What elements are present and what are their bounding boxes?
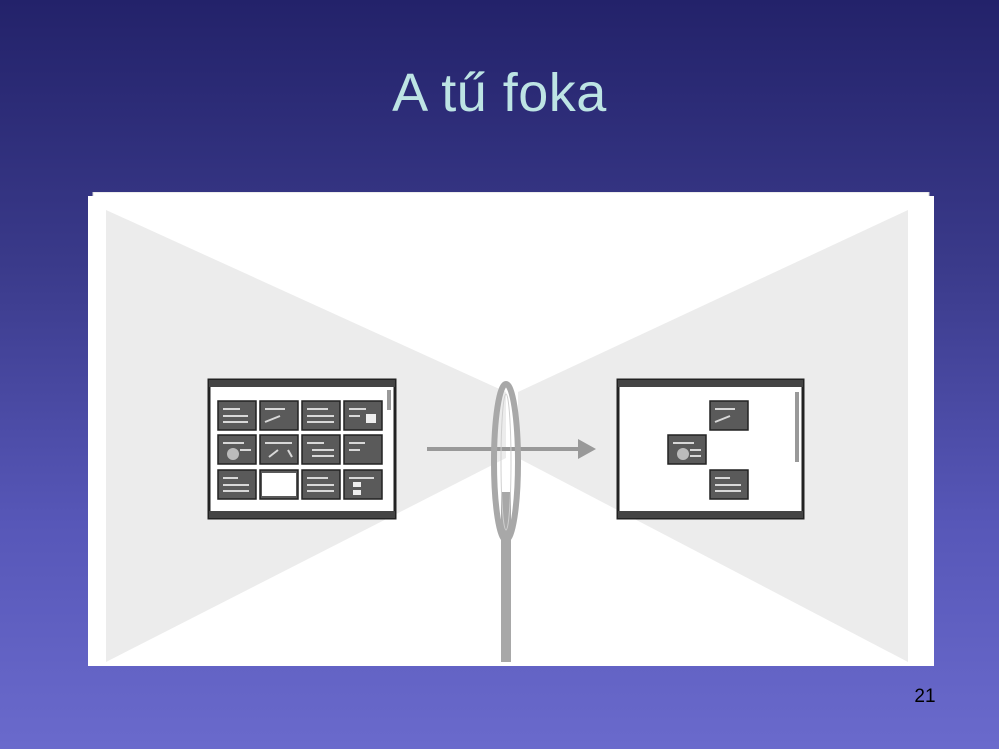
page-number: 21 (914, 686, 936, 707)
slide-title: A tű foka (392, 63, 607, 123)
selected-slides-icon (616, 378, 805, 520)
arrow-icon (427, 439, 596, 459)
needle-icon (491, 381, 521, 662)
needle-eye-illustration (88, 192, 934, 666)
slide-grid-icon (207, 378, 397, 520)
